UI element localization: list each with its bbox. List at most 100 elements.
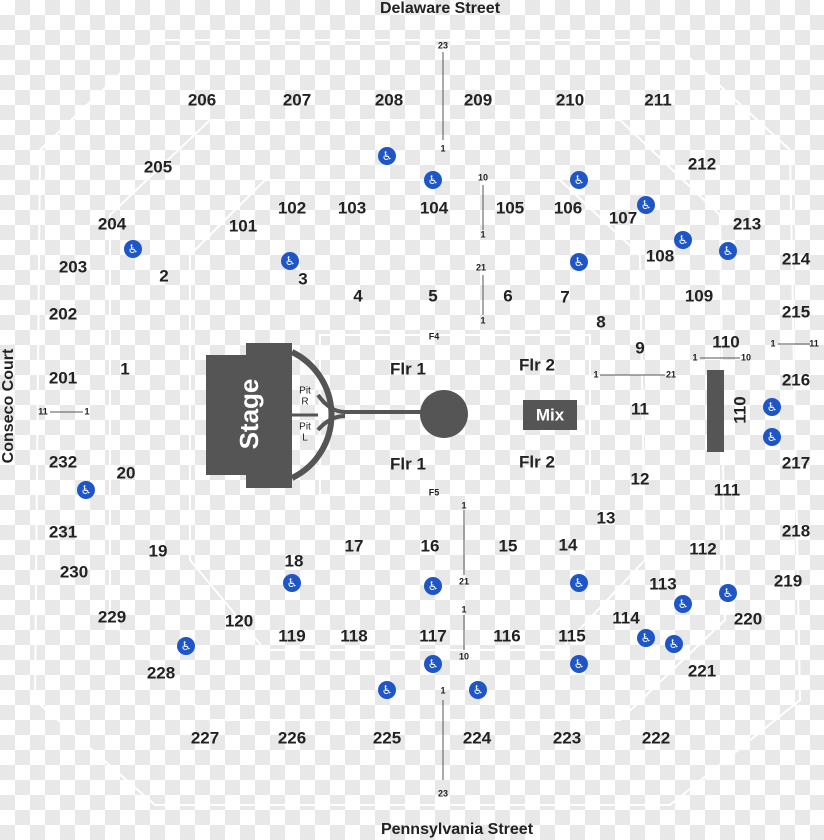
section[interactable]: 214	[781, 249, 811, 269]
section[interactable]: 17	[344, 536, 364, 556]
section[interactable]: 211	[644, 90, 672, 110]
section[interactable]: 220	[733, 609, 763, 629]
section[interactable]: 109	[684, 286, 714, 306]
wheelchair-icon: ♿	[77, 481, 95, 499]
section[interactable]: 229	[97, 607, 127, 627]
section[interactable]: 3	[298, 269, 308, 289]
section[interactable]: 15	[498, 536, 518, 556]
section[interactable]: 221	[687, 661, 717, 681]
section[interactable]: 219	[773, 571, 803, 591]
section[interactable]: 208	[374, 90, 404, 110]
section[interactable]: 19	[148, 541, 168, 561]
section[interactable]: 101	[228, 216, 258, 236]
section[interactable]: 108	[645, 246, 675, 266]
pit-right-label[interactable]: Pit R	[299, 385, 311, 407]
section[interactable]: 2	[159, 266, 169, 286]
section[interactable]: 207	[282, 90, 312, 110]
section[interactable]: 201	[48, 368, 78, 388]
section[interactable]: 9	[635, 338, 645, 358]
pit-left-label[interactable]: Pit L	[299, 421, 311, 443]
row-marker: 21	[665, 369, 677, 380]
row-marker: 10	[477, 172, 489, 183]
section[interactable]: 212	[687, 154, 717, 174]
section[interactable]: 1	[120, 359, 130, 379]
section[interactable]: 222	[641, 728, 671, 748]
section-flr1-bottom[interactable]: Flr 1	[390, 454, 426, 474]
section[interactable]: 205	[143, 157, 173, 177]
row-marker: 23	[437, 40, 449, 51]
section[interactable]: 104	[419, 198, 449, 218]
section[interactable]: 111	[713, 480, 741, 500]
section[interactable]: 103	[337, 198, 367, 218]
section[interactable]: 209	[463, 90, 493, 110]
section[interactable]: 120	[224, 611, 254, 631]
section[interactable]: 203	[58, 257, 88, 277]
section[interactable]: 117	[419, 626, 447, 646]
row-marker: 1	[593, 369, 599, 380]
section[interactable]: 7	[560, 287, 570, 307]
section[interactable]: 105	[495, 198, 525, 218]
wheelchair-icon: ♿	[378, 147, 396, 165]
section[interactable]: 106	[553, 198, 583, 218]
section[interactable]: 18	[284, 551, 304, 571]
section[interactable]: 114	[612, 608, 640, 628]
section[interactable]: 217	[781, 453, 811, 473]
section[interactable]: 210	[555, 90, 585, 110]
section[interactable]: 230	[59, 562, 89, 582]
row-marker: 1	[461, 604, 467, 615]
section[interactable]: 4	[353, 286, 363, 306]
section[interactable]: 218	[781, 521, 811, 541]
wheelchair-icon: ♿	[674, 595, 692, 613]
section[interactable]: 231	[48, 522, 78, 542]
runway-top	[316, 393, 430, 414]
section[interactable]: 8	[596, 312, 606, 332]
section[interactable]: 215	[781, 302, 811, 322]
section[interactable]: 110	[730, 396, 750, 424]
section[interactable]: 110	[712, 332, 740, 352]
section[interactable]: 116	[493, 626, 521, 646]
street-north: Delaware Street	[379, 0, 501, 17]
section[interactable]: 115	[558, 626, 586, 646]
section[interactable]: 223	[552, 728, 582, 748]
section-flr1-top[interactable]: Flr 1	[390, 359, 426, 379]
section-flr2-bottom[interactable]: Flr 2	[519, 452, 555, 472]
section[interactable]: 6	[503, 286, 513, 306]
section[interactable]: 224	[462, 728, 492, 748]
section[interactable]: 228	[146, 663, 176, 683]
row-marker: 11	[38, 406, 48, 417]
section[interactable]: 118	[340, 626, 368, 646]
section[interactable]: 206	[187, 90, 217, 110]
section[interactable]: 202	[48, 304, 78, 324]
row-marker: 23	[437, 788, 449, 799]
section[interactable]: 12	[630, 469, 650, 489]
section[interactable]: 216	[781, 370, 811, 390]
section[interactable]: 5	[428, 286, 438, 306]
row-marker: 21	[458, 576, 470, 587]
section[interactable]: 16	[420, 536, 440, 556]
section[interactable]: 20	[116, 463, 136, 483]
section[interactable]: 102	[277, 198, 307, 218]
wheelchair-icon: ♿	[570, 171, 588, 189]
wheelchair-icon: ♿	[283, 574, 301, 592]
wheelchair-icon: ♿	[177, 637, 195, 655]
section[interactable]: 14	[558, 535, 578, 555]
section[interactable]: 13	[596, 508, 616, 528]
wheelchair-icon: ♿	[637, 196, 655, 214]
section[interactable]: 112	[689, 539, 717, 559]
row-marker: 1	[480, 315, 486, 326]
section[interactable]: 113	[649, 574, 677, 594]
wheelchair-icon: ♿	[763, 398, 781, 416]
section[interactable]: 227	[190, 728, 220, 748]
section[interactable]: 232	[48, 452, 78, 472]
section[interactable]: 204	[97, 214, 127, 234]
section[interactable]: 226	[277, 728, 307, 748]
section[interactable]: 11	[631, 399, 649, 419]
section[interactable]: 213	[732, 214, 762, 234]
stage-label: Stage	[234, 378, 264, 450]
section[interactable]: 119	[278, 626, 306, 646]
section-flr2-top[interactable]: Flr 2	[519, 355, 555, 375]
section[interactable]: 225	[372, 728, 402, 748]
section[interactable]: 107	[608, 208, 638, 228]
row-marker: 21	[475, 262, 487, 273]
wheelchair-icon: ♿	[281, 252, 299, 270]
